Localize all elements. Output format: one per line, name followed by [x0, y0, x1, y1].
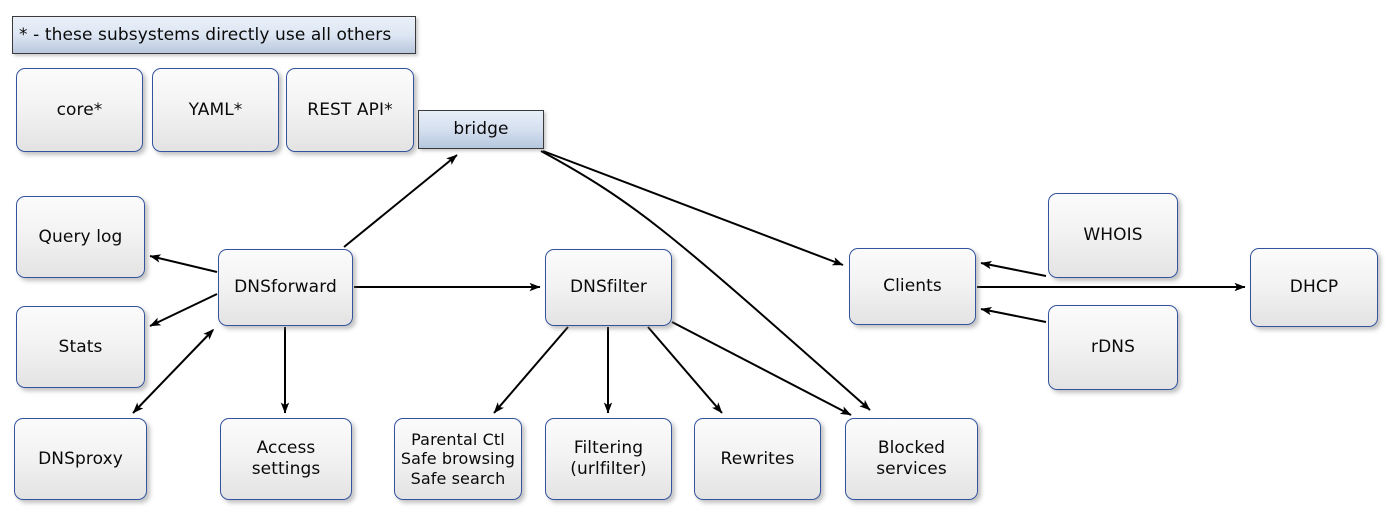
- node-rewrites[interactable]: Rewrites: [694, 418, 821, 500]
- edge-dnsforward-dnsproxy: [132, 328, 215, 414]
- node-query-log-label: Query log: [38, 226, 123, 247]
- edge-dnsfilter-parental: [493, 326, 569, 414]
- node-dhcp[interactable]: DHCP: [1250, 248, 1378, 327]
- node-filtering[interactable]: Filtering (urlfilter): [545, 418, 672, 500]
- node-rdns[interactable]: rDNS: [1048, 305, 1178, 390]
- node-whois[interactable]: WHOIS: [1048, 193, 1178, 278]
- node-blocked-services[interactable]: Blocked services: [845, 418, 978, 500]
- node-access-settings-label: Access settings: [251, 438, 321, 479]
- node-stats[interactable]: Stats: [16, 306, 145, 388]
- node-whois-label: WHOIS: [1083, 225, 1143, 246]
- node-parental-control[interactable]: Parental Ctl Safe browsing Safe search: [394, 418, 522, 500]
- node-stats-label: Stats: [58, 336, 103, 357]
- node-filtering-label: Filtering (urlfilter): [570, 438, 647, 479]
- node-dnsforward-label: DNSforward: [234, 277, 337, 298]
- node-yaml-label: YAML*: [188, 99, 243, 120]
- node-clients-label: Clients: [883, 276, 942, 297]
- legend-note: * - these subsystems directly use all ot…: [12, 16, 416, 54]
- edge-whois-clients: [980, 260, 1047, 277]
- node-dnsproxy[interactable]: DNSproxy: [14, 418, 147, 500]
- node-rewrites-label: Rewrites: [720, 448, 795, 469]
- legend-text: * - these subsystems directly use all ot…: [19, 24, 392, 45]
- node-dnsfilter-label: DNSfilter: [569, 277, 648, 298]
- node-bridge-label: bridge: [453, 119, 509, 140]
- node-rest-api[interactable]: REST API*: [286, 68, 414, 152]
- node-dnsforward[interactable]: DNSforward: [218, 249, 353, 326]
- edge-dnsforward-bridge: [343, 154, 458, 248]
- edge-bridge-clients: [542, 150, 844, 266]
- node-dnsproxy-label: DNSproxy: [38, 448, 123, 469]
- edge-dnsfilter-blocked-services: [671, 321, 852, 416]
- node-blocked-services-label: Blocked services: [876, 438, 947, 479]
- node-clients[interactable]: Clients: [849, 248, 976, 325]
- node-dhcp-label: DHCP: [1289, 277, 1339, 298]
- node-bridge[interactable]: bridge: [418, 110, 544, 149]
- node-parental-control-label: Parental Ctl Safe browsing Safe search: [400, 429, 516, 488]
- node-core-label: core*: [56, 99, 103, 120]
- edge-dnsfilter-rewrites: [647, 326, 723, 414]
- node-core[interactable]: core*: [16, 68, 143, 152]
- node-query-log[interactable]: Query log: [16, 196, 145, 278]
- edge-rdns-clients: [980, 306, 1047, 323]
- node-access-settings[interactable]: Access settings: [220, 418, 352, 500]
- node-rdns-label: rDNS: [1091, 337, 1135, 358]
- node-yaml[interactable]: YAML*: [152, 68, 279, 152]
- node-dnsfilter[interactable]: DNSfilter: [545, 249, 672, 326]
- edge-dnsforward-query-log: [149, 254, 218, 273]
- node-rest-api-label: REST API*: [307, 99, 393, 120]
- edge-dnsforward-stats: [149, 293, 218, 327]
